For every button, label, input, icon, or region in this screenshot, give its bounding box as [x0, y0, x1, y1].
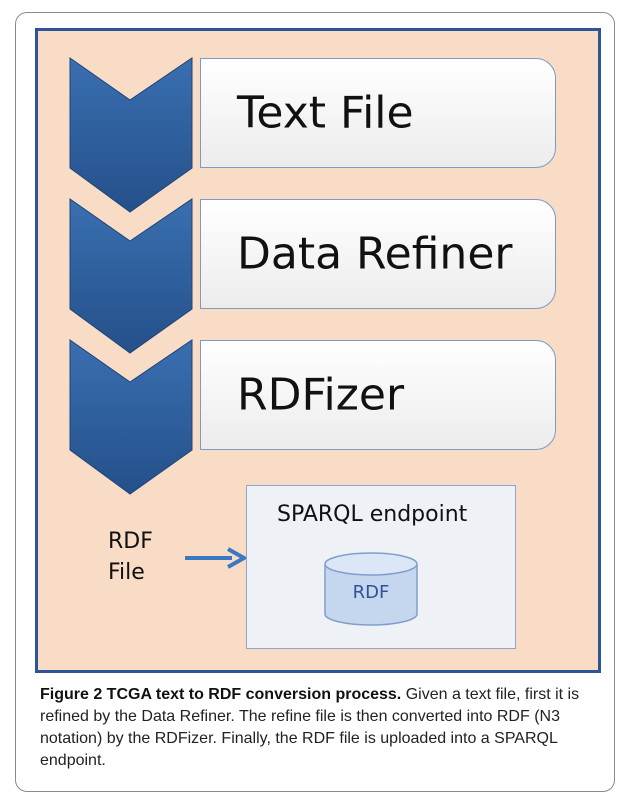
step-rdfizer: RDFizer: [200, 340, 556, 450]
chevron-2: [69, 198, 193, 354]
caption-title: Figure 2 TCGA text to RDF conversion pro…: [40, 686, 402, 703]
rdf-file-line2: File: [108, 560, 145, 585]
figure-caption: Figure 2 TCGA text to RDF conversion pro…: [40, 684, 610, 772]
sparql-endpoint-box: SPARQL endpoint RDF: [246, 485, 516, 649]
chevron-3: [69, 339, 193, 495]
chevron-1: [69, 57, 193, 213]
endpoint-title: SPARQL endpoint: [277, 502, 468, 527]
database-icon: RDF: [323, 552, 419, 628]
database-label: RDF: [352, 582, 390, 603]
step-text-file: Text File: [200, 58, 556, 168]
rdf-file-label: RDF File: [108, 526, 188, 588]
step-label: RDFizer: [237, 369, 405, 421]
rdf-file-line1: RDF: [108, 529, 153, 554]
figure-frame: [15, 12, 615, 792]
step-label: Text File: [237, 87, 414, 139]
step-label: Data Refiner: [237, 228, 513, 280]
caption-text: Given a text file, first it is refined b…: [40, 686, 580, 769]
upload-arrow: [185, 547, 249, 569]
step-data-refiner: Data Refiner: [200, 199, 556, 309]
